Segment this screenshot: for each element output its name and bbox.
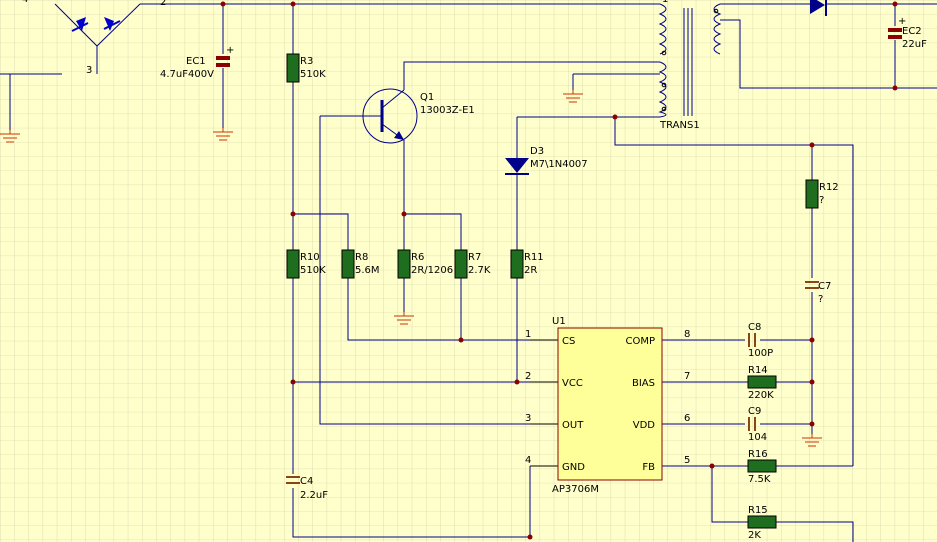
ground-1 [0, 130, 20, 143]
q1-value: 13003Z-E1 [420, 105, 475, 116]
r14-value: 220K [748, 390, 774, 401]
ec1-value: 4.7uF400V [160, 69, 214, 80]
r3-ref: R3 [300, 56, 313, 67]
capacitor-c7: C7 ? [805, 281, 831, 305]
pin-7-num: 7 [684, 371, 690, 382]
c9-ref: C9 [748, 406, 761, 417]
bridge-rectifier: 4 2 3 [22, 0, 166, 76]
c4-ref: C4 [300, 476, 313, 487]
r14-ref: R14 [748, 365, 768, 376]
pin-3-num: 3 [525, 413, 531, 424]
bridge-pin-left: 4 [22, 0, 28, 5]
resistor-r7: R7 2.7K [454, 249, 491, 279]
ic-u1: U1 AP3706M 1 2 3 4 CS VCC OUT GND 8 7 6 … [525, 316, 690, 495]
junction-dots [220, 1, 898, 540]
capacitor-c8: C8 100P [748, 322, 773, 359]
r11-ref: R11 [524, 252, 544, 263]
resistor-r3: R3 510K [286, 53, 326, 83]
u1-ref: U1 [552, 316, 566, 327]
resistor-r16: R16 7.5K [747, 449, 777, 485]
d3-ref: D3 [530, 146, 544, 157]
ec2-value: 22uF [902, 39, 927, 50]
c9-value: 104 [748, 432, 767, 443]
bridge-pin-right: 2 [160, 0, 166, 8]
ground-2 [213, 128, 233, 141]
ground-3 [394, 312, 414, 325]
r10-ref: R10 [300, 252, 320, 263]
trans1-ref: TRANS1 [659, 120, 700, 131]
r10-value: 510K [300, 265, 326, 276]
trans-pin: 1 [662, 0, 668, 5]
resistor-r15: R15 2K [747, 505, 777, 541]
pin-vcc-label: VCC [562, 378, 583, 389]
pin-cs-label: CS [562, 336, 575, 347]
pin-out-label: OUT [562, 420, 584, 431]
r11-value: 2R [524, 265, 537, 276]
c8-ref: C8 [748, 322, 761, 333]
d3-value: M7\1N4007 [530, 159, 588, 170]
resistor-r14: R14 220K [747, 365, 777, 401]
c4-value: 2.2uF [300, 490, 328, 501]
ground-symbols [0, 90, 822, 447]
svg-text:+: + [226, 45, 234, 56]
c7-ref: C7 [818, 281, 831, 292]
capacitor-c9: C9 104 [748, 406, 767, 443]
bridge-pin-bottom: 3 [86, 65, 92, 76]
diode-output [810, 0, 827, 16]
transformer-trans1: 1 TRANS1 [658, 0, 722, 131]
svg-text:+: + [898, 16, 906, 27]
pin-comp-label: COMP [625, 336, 655, 347]
r15-value: 2K [748, 530, 761, 541]
u1-part: AP3706M [552, 484, 599, 495]
resistor-r10: R10 510K [286, 249, 326, 279]
capacitor-c4: C4 2.2uF [286, 476, 328, 501]
diode-d3: D3 M7\1N4007 [505, 146, 588, 175]
r8-value: 5.6M [355, 265, 380, 276]
wires [0, 3, 937, 542]
r12-ref: R12 [819, 182, 839, 193]
ec2-ref: EC2 [902, 26, 922, 37]
r7-value: 2.7K [468, 265, 491, 276]
r3-value: 510K [300, 69, 326, 80]
ec1-ref: EC1 [186, 56, 206, 67]
ground-4 [563, 90, 583, 103]
q1-ref: Q1 [420, 92, 434, 103]
r12-value: ? [819, 195, 824, 206]
r16-ref: R16 [748, 449, 768, 460]
pin-gnd-label: GND [562, 462, 585, 473]
r6-ref: R6 [411, 252, 424, 263]
r8-ref: R8 [355, 252, 368, 263]
r16-value: 7.5K [748, 474, 771, 485]
ground-5 [802, 434, 822, 447]
r6-value: 2R/1206 [411, 265, 453, 276]
c7-value: ? [818, 294, 823, 305]
pin-8-num: 8 [684, 329, 690, 340]
r7-ref: R7 [468, 252, 481, 263]
transistor-q1: Q1 13003Z-E1 [362, 88, 475, 144]
capacitor-ec2: + EC2 22uF [888, 16, 927, 50]
resistor-r6: R6 2R/1206 [397, 249, 453, 279]
pin-6-num: 6 [684, 413, 690, 424]
pin-1-num: 1 [525, 329, 531, 340]
pin-4-num: 4 [525, 455, 531, 466]
pin-2-num: 2 [525, 371, 531, 382]
pin-vdd-label: VDD [633, 420, 656, 431]
resistor-r11: R11 2R [510, 249, 544, 279]
pin-bias-label: BIAS [632, 378, 655, 389]
pin-fb-label: FB [642, 462, 655, 473]
resistor-r8: R8 5.6M [341, 249, 380, 279]
r15-ref: R15 [748, 505, 768, 516]
resistor-r12: R12 ? [805, 179, 839, 209]
pin-5-num: 5 [684, 455, 690, 466]
c8-value: 100P [748, 348, 773, 359]
capacitor-ec1: + EC1 4.7uF400V [160, 45, 234, 80]
